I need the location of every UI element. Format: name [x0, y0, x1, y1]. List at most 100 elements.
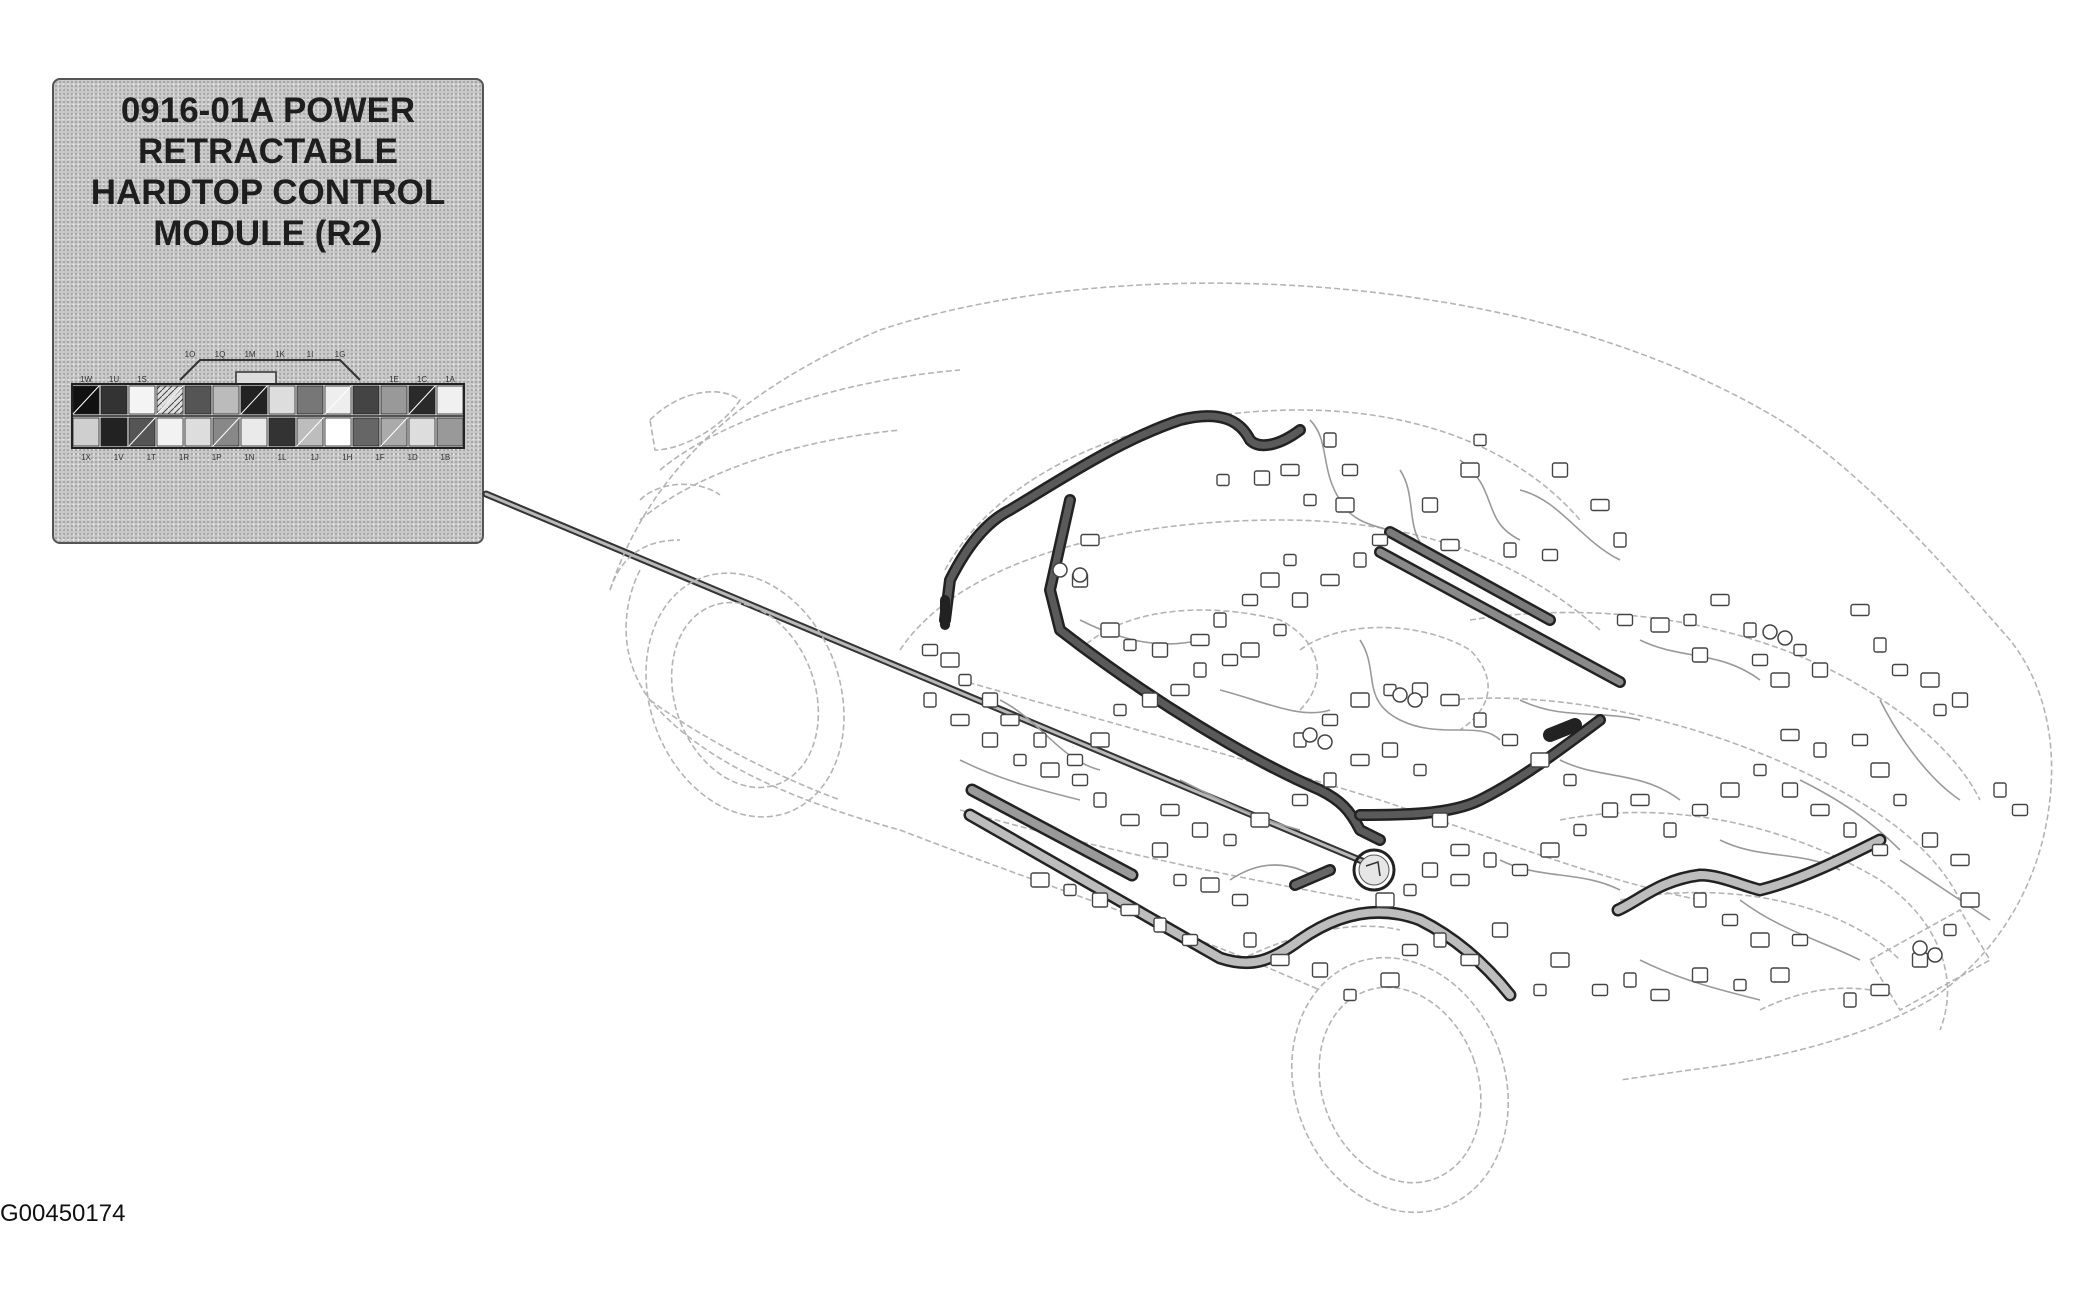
harness-connector — [1650, 988, 1670, 1002]
harness-connector — [1413, 763, 1427, 777]
connector-pin-label: 1L — [278, 453, 287, 462]
harness-connector — [1216, 473, 1230, 487]
connector-pin-cell — [184, 417, 212, 447]
harness-connector — [1540, 842, 1560, 858]
connector-pin-label: 1M — [244, 350, 255, 359]
connector-pin-cell — [240, 417, 268, 447]
harness-connector — [1551, 462, 1569, 478]
harness-connector — [1843, 822, 1857, 838]
connector-pin-divider — [72, 385, 100, 415]
connector-pin-label: 1P — [212, 453, 222, 462]
harness-grommet — [1777, 630, 1793, 646]
connector-pin-label: 1T — [147, 453, 156, 462]
harness-connector — [1450, 873, 1470, 887]
harness-connector — [1491, 922, 1509, 938]
harness-connector — [1623, 972, 1637, 988]
connector-pin-divider — [380, 417, 408, 447]
harness-connector — [1943, 923, 1957, 937]
harness-connector — [1811, 662, 1829, 678]
harness-connector — [1473, 433, 1487, 447]
harness-grommet — [1052, 562, 1068, 578]
harness-connector — [1240, 642, 1260, 658]
connector-pin-cell — [156, 417, 184, 447]
connector-pin-divider — [240, 385, 268, 415]
connector-pin-cell — [268, 385, 296, 415]
connector-pin-label: 1H — [342, 453, 352, 462]
harness-connector — [1341, 463, 1359, 477]
harness-connector — [1190, 633, 1210, 647]
harness-connector — [1321, 713, 1339, 727]
connector-pin-cell — [352, 385, 380, 415]
connector-pin-label: 1D — [408, 453, 418, 462]
harness-connector — [1960, 892, 1980, 908]
harness-connector — [1080, 533, 1100, 547]
harness-connector — [1181, 933, 1199, 947]
harness-connector — [1781, 782, 1799, 798]
connector-pin-label: 1O — [185, 350, 196, 359]
harness-connector — [1843, 992, 1857, 1008]
harness-connector — [1691, 803, 1709, 817]
harness-connector — [1710, 593, 1730, 607]
harness-connector — [1160, 803, 1180, 817]
harness-connector — [1380, 972, 1400, 988]
harness-connector — [1063, 883, 1077, 897]
harness-connector — [1170, 683, 1190, 697]
harness-connector — [1721, 913, 1739, 927]
connector-pin-divider — [212, 417, 240, 447]
connector-pin-cell — [100, 417, 128, 447]
connector-pin-label: 1I — [307, 350, 314, 359]
connector-pin-label: 1J — [310, 453, 318, 462]
harness-grommet — [1072, 567, 1088, 583]
harness-connector — [1541, 548, 1559, 562]
harness-connector — [1260, 572, 1280, 588]
harness-connector — [1243, 932, 1257, 948]
connector-pin-cell — [268, 417, 296, 447]
harness-connector — [1000, 713, 1020, 727]
connector-pin-cell — [128, 385, 156, 415]
harness-connector — [1951, 692, 1969, 708]
connector-pin-cell — [380, 385, 408, 415]
connector-pin-cell — [436, 417, 464, 447]
harness-connector — [1870, 983, 1890, 997]
harness-connector — [1191, 822, 1209, 838]
harness-connector — [1780, 728, 1800, 742]
harness-connector — [1421, 497, 1439, 513]
harness-connector — [1350, 692, 1370, 708]
harness-connector — [1440, 538, 1460, 552]
harness-connector — [1720, 782, 1740, 798]
harness-connector — [1100, 622, 1120, 638]
connector-pin-cell — [72, 417, 100, 447]
harness-connector — [1066, 753, 1084, 767]
harness-connector — [1120, 903, 1140, 917]
harness-connector — [1440, 693, 1460, 707]
harness-connector — [1323, 772, 1337, 788]
harness-connector — [1920, 672, 1940, 688]
connector-pin-label: 1N — [244, 453, 254, 462]
harness-connector — [1093, 792, 1107, 808]
harness-connector — [1241, 593, 1259, 607]
harness-connector — [1460, 953, 1480, 967]
harness-connector — [1750, 932, 1770, 948]
connector-pin-cell — [296, 385, 324, 415]
connector-pin-label: 1G — [335, 350, 346, 359]
connector-pin-cell — [212, 385, 240, 415]
harness-connector — [1743, 622, 1757, 638]
connector-pin-divider — [408, 385, 436, 415]
harness-connector — [1291, 592, 1309, 608]
harness-connector — [1335, 497, 1355, 513]
harness-connector — [1650, 617, 1670, 633]
harness-connector — [1691, 967, 1709, 983]
harness-connector — [1213, 612, 1227, 628]
figure-id: G00450174 — [0, 1200, 126, 1227]
harness-connector — [981, 692, 999, 708]
harness-connector — [1013, 753, 1027, 767]
harness-connector — [1120, 813, 1140, 827]
harness-connector — [1433, 932, 1447, 948]
module-callout-box: 0916-01A POWER RETRACTABLE HARDTOP CONTR… — [52, 78, 484, 544]
harness-grommet — [1912, 940, 1928, 956]
connector-pin-label: 1W — [80, 375, 92, 384]
harness-connector — [1375, 892, 1395, 908]
harness-connector — [1753, 763, 1767, 777]
harness-grommet — [1317, 734, 1333, 750]
